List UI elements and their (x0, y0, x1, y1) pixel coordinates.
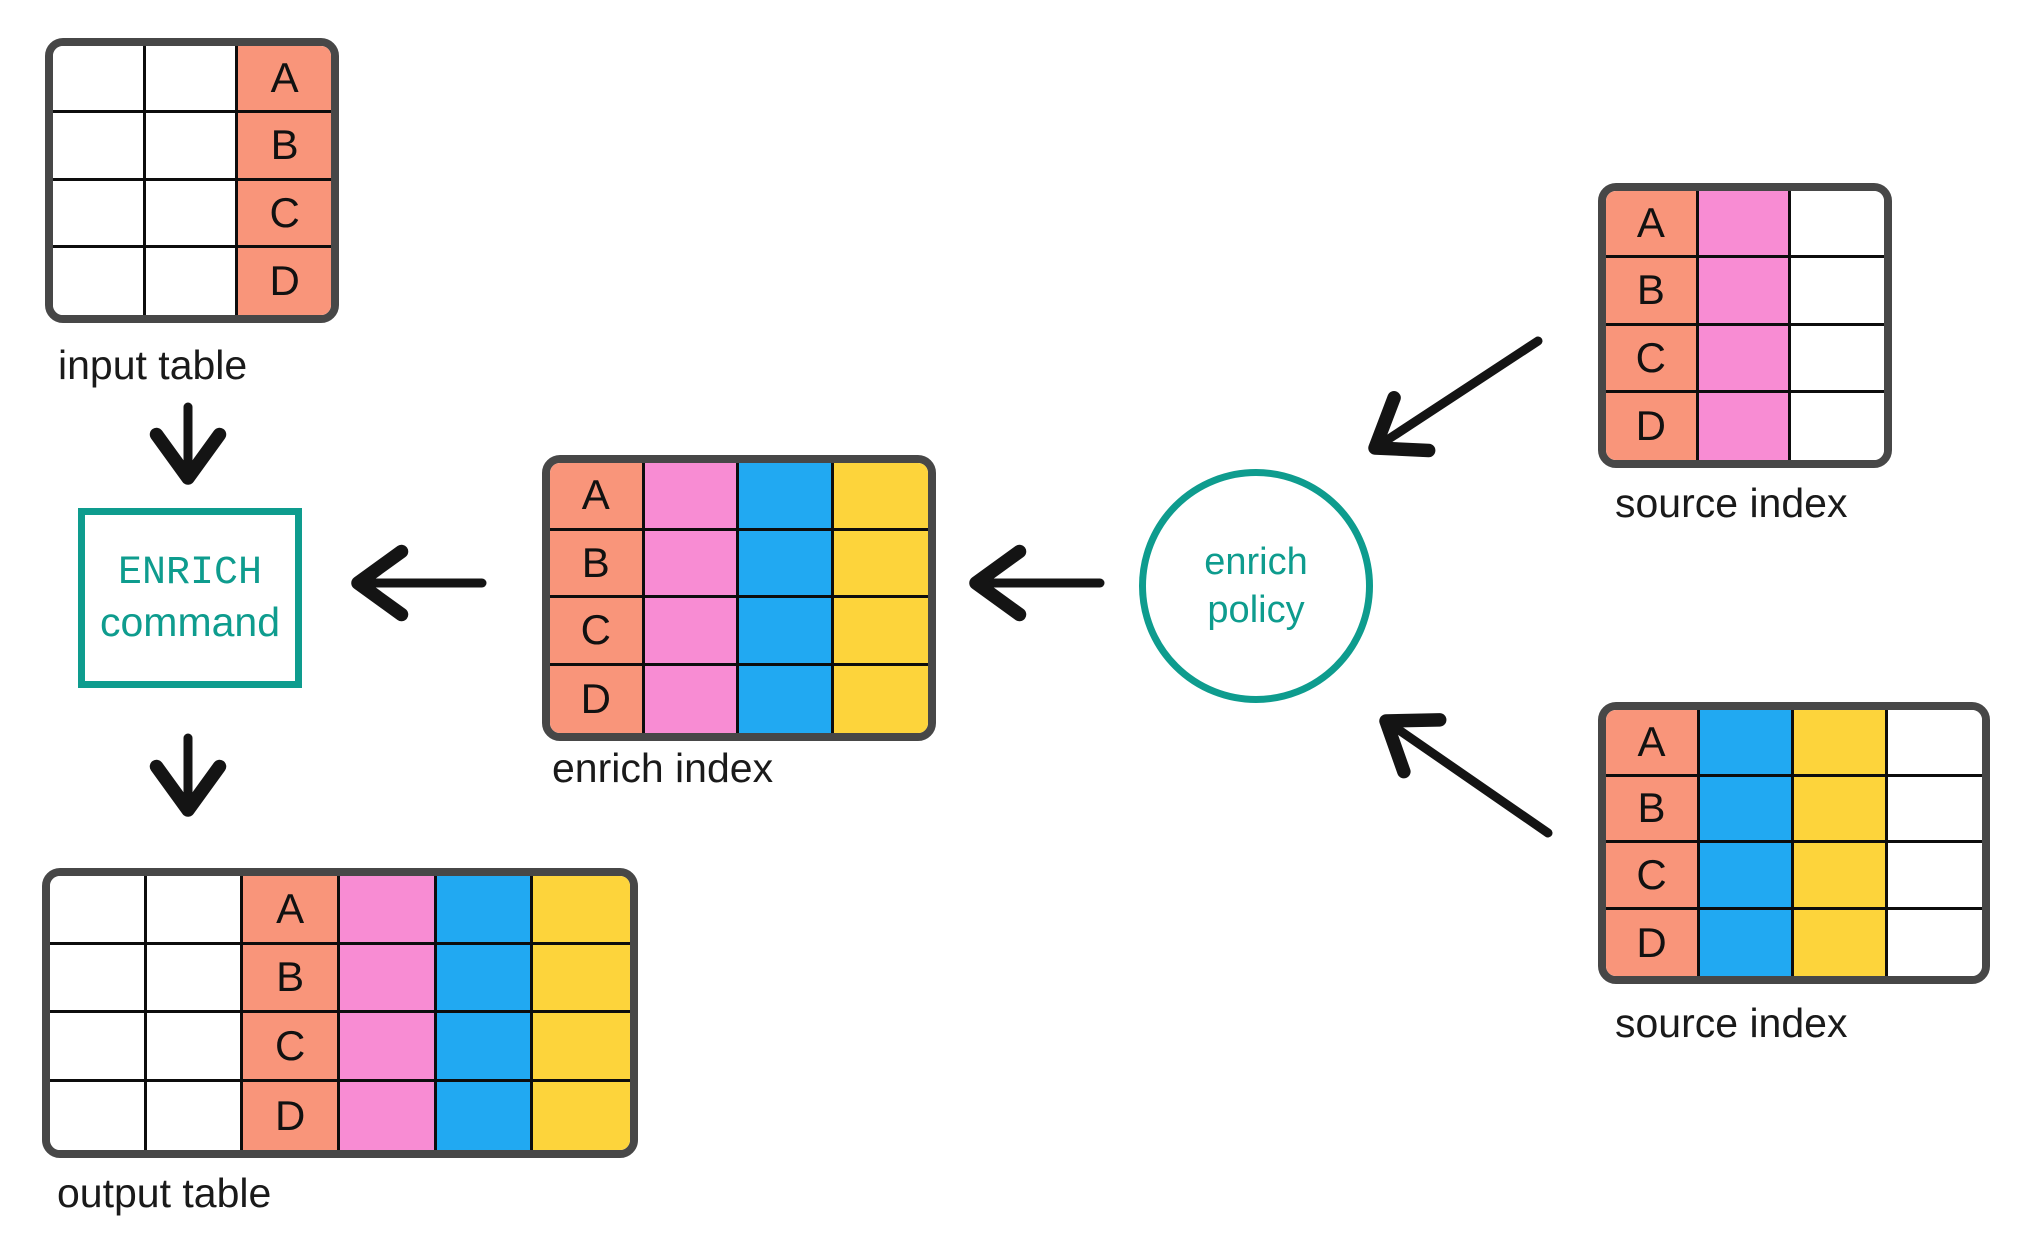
table-cell (1791, 258, 1884, 326)
table-cell (146, 944, 244, 1013)
table-cell-key: A (1606, 191, 1699, 259)
table-cell (145, 180, 239, 248)
table-cell (1791, 191, 1884, 259)
table-cell (533, 1013, 630, 1082)
table-cell (1888, 710, 1982, 777)
table-cell (533, 876, 630, 945)
table-cell (53, 247, 146, 315)
table-cell (50, 1013, 147, 1082)
table-cell (739, 598, 834, 666)
table-cell (1791, 325, 1884, 393)
enrich-policy-word2: policy (1207, 589, 1305, 631)
table-cell (53, 46, 146, 114)
table-cell (146, 876, 244, 945)
table-cell (739, 530, 834, 598)
table-cell (436, 1013, 534, 1082)
table-cell (833, 530, 928, 598)
table-cell-key: D (550, 665, 645, 733)
table-cell (739, 665, 834, 733)
table-cell-key: A (1606, 710, 1700, 777)
table-cell-key: C (238, 180, 331, 248)
table-cell (146, 1081, 244, 1150)
enrich-policy-circle: enrich policy (1139, 469, 1373, 703)
table-cell (533, 944, 630, 1013)
table-cell (436, 876, 534, 945)
table-cell (1700, 710, 1794, 777)
table-cell (833, 463, 928, 531)
table-cell (1888, 909, 1982, 976)
table-cell (644, 665, 739, 733)
table-cell (50, 944, 147, 1013)
table-cell (339, 944, 437, 1013)
table-cell (1888, 776, 1982, 843)
table-cell (533, 1081, 630, 1150)
arrow-source-index-top-to-enrich-policy-icon (1368, 336, 1543, 458)
enrich-policy-word1: enrich (1204, 541, 1308, 583)
table-cell (145, 46, 239, 114)
table-cell (644, 598, 739, 666)
table-cell (145, 247, 239, 315)
table-cell (53, 180, 146, 248)
table-cell-key: C (1606, 325, 1699, 393)
table-cell-key: A (550, 463, 645, 531)
output-table-label: output table (57, 1170, 272, 1216)
table-cell (1698, 392, 1792, 460)
enrich-command-word: command (99, 598, 280, 645)
table-cell (145, 113, 239, 181)
table-cell (739, 463, 834, 531)
table-cell (833, 598, 928, 666)
table-cell-key: D (238, 247, 331, 315)
table-cell (644, 530, 739, 598)
enrich-command-box: ENRICH command (78, 508, 302, 688)
table-cell-key: D (243, 1081, 340, 1150)
table-cell-key: B (1606, 258, 1699, 326)
table-cell (1700, 776, 1794, 843)
enrich-command-keyword: ENRICH (117, 550, 263, 596)
table-cell (1794, 909, 1888, 976)
table-cell (50, 876, 147, 945)
table-cell-key: B (243, 944, 340, 1013)
table-cell (1791, 392, 1884, 460)
source-index-bottom-label: source index (1615, 1000, 1848, 1046)
table-cell (146, 1013, 244, 1082)
table-cell (1698, 258, 1792, 326)
table-cell-key: C (550, 598, 645, 666)
table-cell-key: A (243, 876, 340, 945)
table-cell-key: B (1606, 776, 1700, 843)
input-table-label: input table (58, 342, 248, 388)
table-cell (1698, 325, 1792, 393)
table-cell (53, 113, 146, 181)
table-cell (1794, 710, 1888, 777)
table-cell-key: B (550, 530, 645, 598)
table-cell-key: C (243, 1013, 340, 1082)
table-cell-key: D (1606, 392, 1699, 460)
table-cell (644, 463, 739, 531)
table-cell (339, 876, 437, 945)
table-cell (50, 1081, 147, 1150)
arrow-source-index-bottom-to-enrich-policy-icon (1379, 713, 1553, 838)
table-cell-key: A (238, 46, 331, 114)
table-cell-key: B (238, 113, 331, 181)
table-cell (833, 665, 928, 733)
table-cell (1888, 843, 1982, 910)
table-cell (1698, 191, 1792, 259)
table-cell-key: C (1606, 843, 1700, 910)
table-cell (339, 1013, 437, 1082)
table-cell (436, 1081, 534, 1150)
source-index-top-label: source index (1615, 480, 1848, 526)
table-cell (1700, 843, 1794, 910)
table-cell-key: D (1606, 909, 1700, 976)
enrich-index-label: enrich index (552, 745, 774, 791)
table-cell (436, 944, 534, 1013)
table-cell (1794, 843, 1888, 910)
table-cell (1700, 909, 1794, 976)
table-cell (1794, 776, 1888, 843)
table-cell (339, 1081, 437, 1150)
